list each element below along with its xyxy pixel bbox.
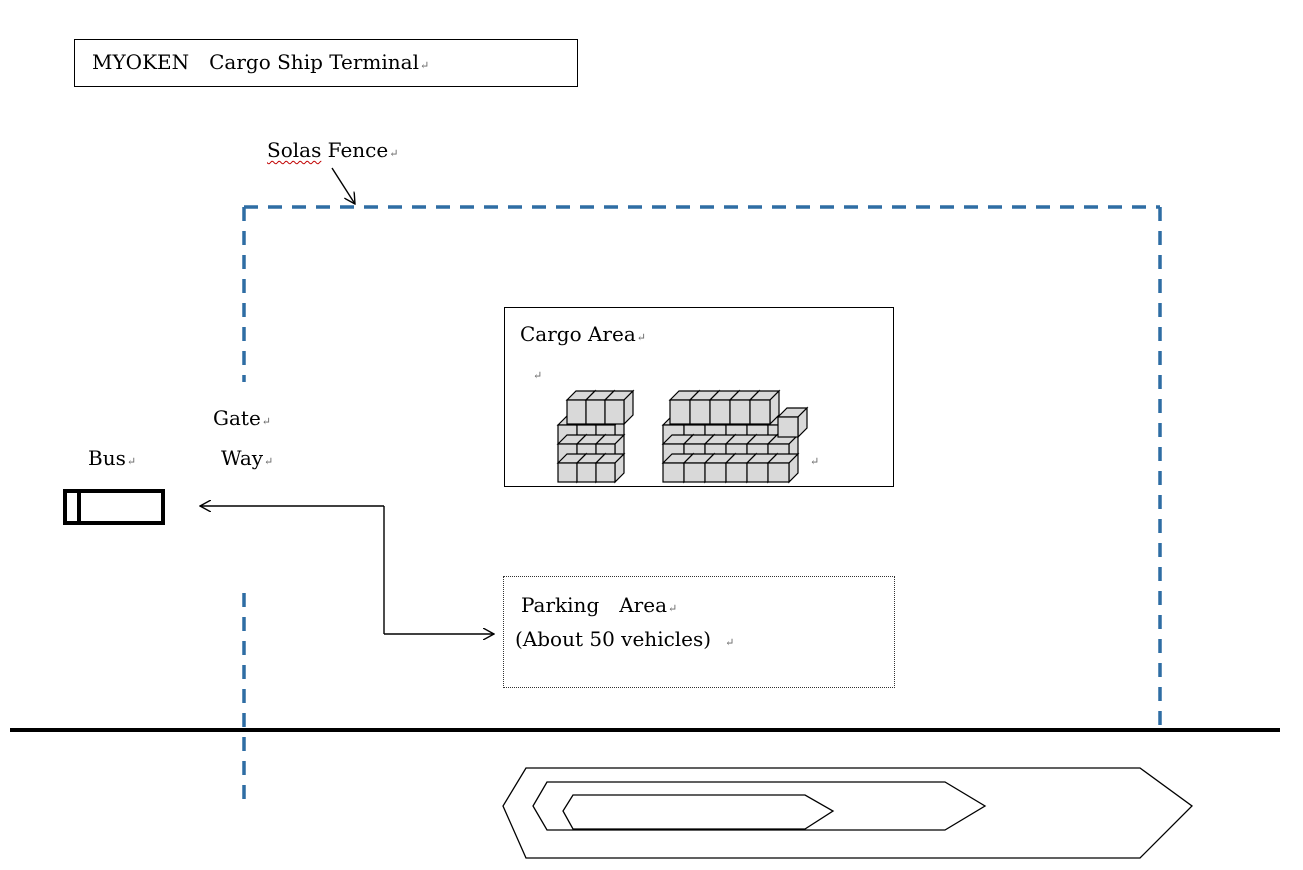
cargo-area-label: Cargo Area↵ xyxy=(520,322,646,346)
parking-capacity-label: (About 50 vehicles)↵ xyxy=(515,627,735,651)
gate-label-line2: Way↵ xyxy=(221,446,274,470)
fence-pointer-arrow xyxy=(331,167,355,204)
route-arrow-icon xyxy=(200,506,494,634)
parking-area-label: Parking Area↵ xyxy=(521,593,678,617)
parking-area-box xyxy=(503,576,895,688)
bus-label: Bus↵ xyxy=(88,446,137,470)
ship-icon xyxy=(502,767,1193,859)
cargo-stack-icon xyxy=(661,389,809,484)
paragraph-mark: ↵ xyxy=(533,369,543,382)
cargo-area-box xyxy=(504,307,894,487)
title-box xyxy=(74,39,578,87)
cargo-stack-icon xyxy=(556,389,635,484)
fence-label: Solas Fence↵ xyxy=(267,138,399,162)
gate-label-line1: Gate↵ xyxy=(213,406,271,430)
paragraph-mark: ↵ xyxy=(810,455,820,468)
solas-fence xyxy=(242,205,1162,800)
bus-icon xyxy=(63,489,165,525)
page-title: MYOKEN Cargo Ship Terminal↵ xyxy=(92,50,430,74)
